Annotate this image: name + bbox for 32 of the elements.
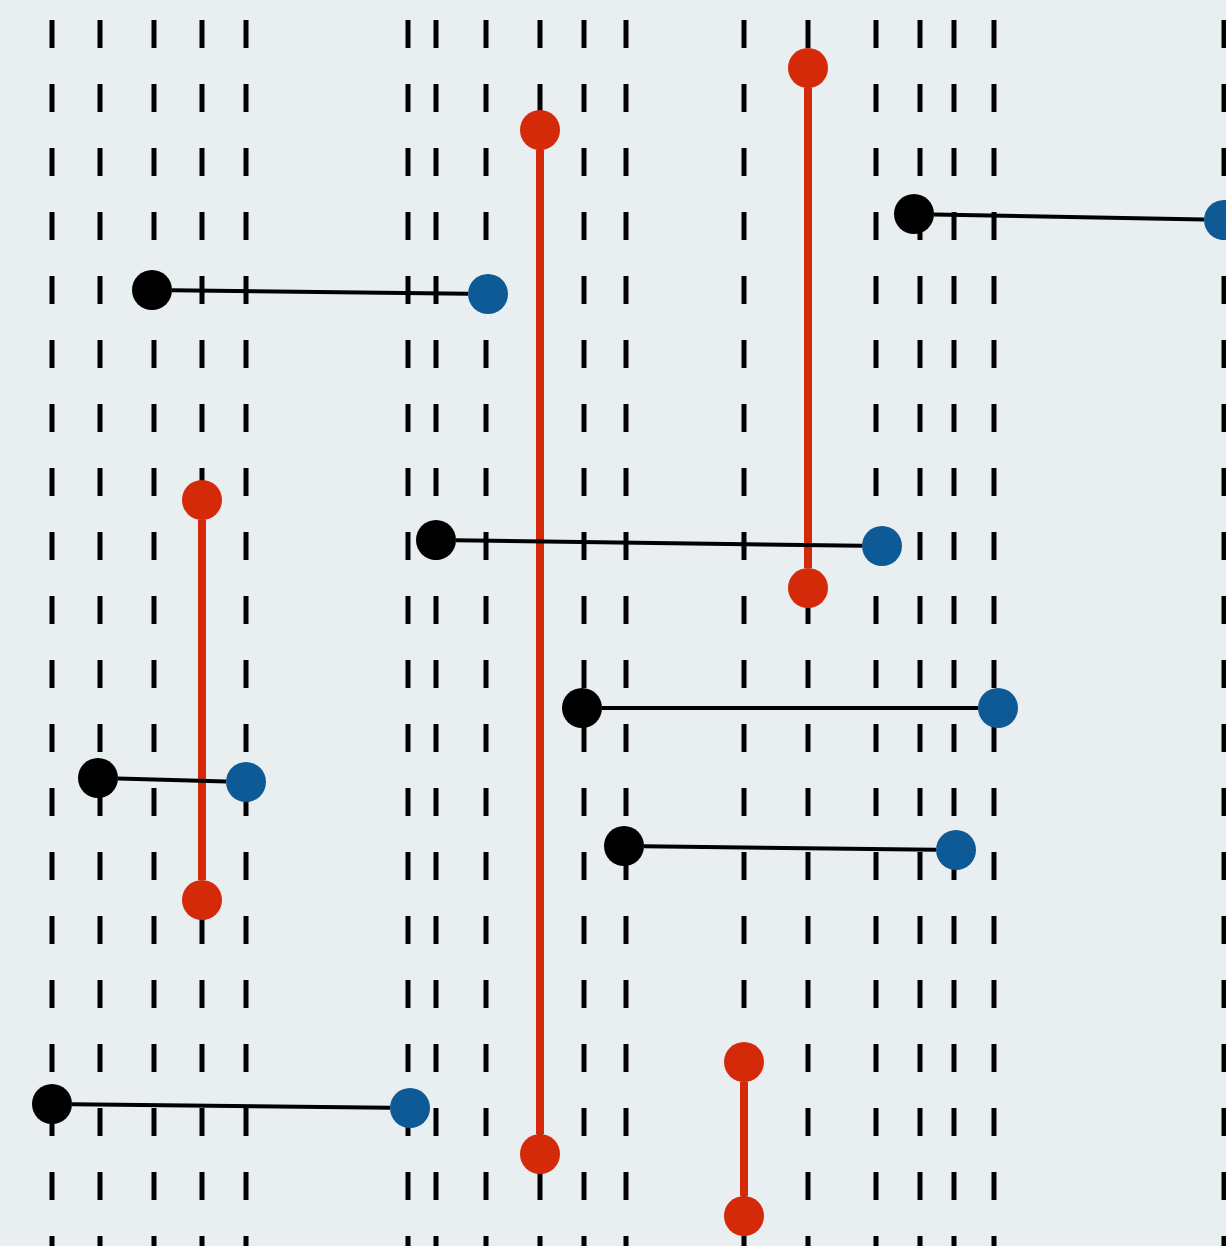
connector-line <box>536 150 544 1134</box>
dot-marker <box>894 194 934 234</box>
dot-marker <box>520 1134 560 1174</box>
dot-marker <box>132 270 172 310</box>
connector-line <box>117 776 227 784</box>
dot-marker <box>32 1084 72 1124</box>
dot-marker <box>416 520 456 560</box>
connector-line <box>171 288 469 296</box>
dot-marker <box>936 830 976 870</box>
dot-marker <box>468 274 508 314</box>
dot-marker <box>562 688 602 728</box>
dot-marker <box>788 48 828 88</box>
connector-line <box>804 88 812 568</box>
dot-marker <box>724 1042 764 1082</box>
dot-marker <box>862 526 902 566</box>
dot-marker <box>724 1196 764 1236</box>
connector-line <box>602 706 978 710</box>
dot-marker <box>978 688 1018 728</box>
connector-line <box>198 520 206 880</box>
connector-line <box>643 844 937 852</box>
dot-marker <box>78 758 118 798</box>
dot-marker <box>226 762 266 802</box>
connector-line <box>933 212 1205 222</box>
dot-marker <box>604 826 644 866</box>
connector-line <box>740 1082 748 1196</box>
dot-marker <box>182 880 222 920</box>
connector-line <box>71 1102 391 1110</box>
dot-marker <box>520 110 560 150</box>
dot-marker <box>788 568 828 608</box>
dot-marker <box>390 1088 430 1128</box>
dot-marker <box>182 480 222 520</box>
connector-line <box>455 538 863 548</box>
